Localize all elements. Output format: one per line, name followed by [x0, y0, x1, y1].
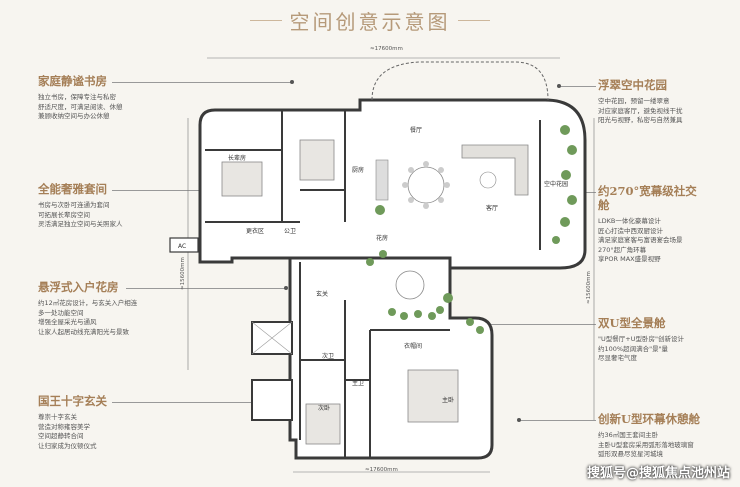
leader-line: [520, 420, 596, 421]
panel-line: 独立书房，保障专注与私密: [38, 93, 116, 101]
panel-line: 对应家庭客厅，避免视线干扰: [598, 106, 683, 115]
leader-line: [112, 82, 292, 83]
panel-line: 270°超广角环幕: [598, 245, 647, 254]
bed-second: [305, 403, 341, 445]
panel-foyer: 国王十字玄关 尊崇十字玄关 营造对称雍容美学 空间超静转合间 让归家成为仪顿仪式: [38, 394, 166, 451]
panel-line: 灵活满足独立空间与关照家人: [38, 220, 123, 228]
panel-u-suite: 创新U型环幕休憩舱 约36㎡国王套间主卧 主卧U型套房采用弧形落地玻璃窗 弧形双…: [598, 412, 726, 460]
leader-line: [112, 402, 322, 403]
panel-line: "U型餐厅+U型卧房"创新设计: [598, 335, 684, 343]
panel-line: 约100%超阔满合"景"量: [598, 344, 669, 353]
panel-line: 约36㎡国王套间主卧: [598, 431, 659, 439]
leader-line: [470, 324, 596, 325]
bed-suite: [299, 139, 335, 181]
room-label-study: 长辈房: [228, 154, 246, 162]
dimension-top: ≈17600mm: [370, 46, 403, 52]
panel-heading: 悬浮式入户花房: [38, 280, 119, 294]
leader-line: [126, 288, 286, 289]
dimension-bottom: ≈17600mm: [365, 467, 398, 473]
panel-line: 尊崇十字玄关: [38, 413, 77, 421]
stair-core: [251, 379, 293, 421]
room-label-entrance: 玄关: [316, 290, 328, 298]
garden-table: [395, 270, 425, 300]
panel-heading: 浮翠空中花园: [598, 78, 667, 92]
panel-line: 营造对称雍容美学: [38, 422, 90, 431]
leader-dot: [517, 418, 521, 422]
panel-line: 可拓展长辈房空间: [38, 210, 90, 219]
upper-slab: [198, 98, 587, 270]
room-label-cloakroom: 更衣区: [246, 227, 264, 235]
panel-study: 家庭静谧书房 独立书房，保障专注与私密 舒适尺度，可满足阅读、休憩 兼顾收纳空间…: [38, 74, 166, 122]
room-label-kitchen: 厨房: [352, 166, 364, 174]
panel-line: 多一处功能空间: [38, 308, 84, 317]
panel-heading: 全能奢雅套间: [38, 182, 107, 196]
panel-heading: 国王十字玄关: [38, 394, 107, 408]
room-label-ac: AC: [178, 243, 186, 250]
kitchen-island: [375, 159, 389, 201]
panel-heading: 家庭静谧书房: [38, 74, 107, 88]
room-label-public-bath: 公卫: [284, 228, 296, 235]
room-label-master-bedroom: 主卧: [442, 396, 454, 404]
bed-study: [221, 161, 263, 197]
room-label-dining: 餐厅: [410, 126, 422, 134]
panel-line: 尽显奢宅气度: [598, 354, 637, 362]
bed-master: [407, 369, 459, 423]
panel-suite: 全能奢雅套间 书房与次卧可连通为套间 可拓展长辈房空间 灵活满足独立空间与关照家…: [38, 182, 166, 230]
sky-garden-outline: [371, 61, 549, 101]
panel-sky-garden: 浮翠空中花园 空中花园，预留一缕翠意 对应家庭客厅，避免视线干扰 阳光与视野，私…: [598, 78, 726, 126]
panel-line: 兼顾收纳空间与办公休憩: [38, 112, 110, 120]
panel-heading: 创新U型环幕休憩舱: [598, 412, 701, 426]
panel-social: 约270°宽幕级社交舱 LDKB一体化豪幕设计 匠心打造中西双厨设计 满足家庭宴…: [598, 184, 698, 265]
room-label-living: 客厅: [486, 204, 498, 212]
room-label-second-bath: 次卫: [322, 352, 334, 360]
panel-garden-entry: 悬浮式入户花房 约12㎡花房设计，与玄关入户相连 多一处功能空间 增强全屋采光与…: [38, 280, 166, 337]
panel-line: 满足家庭宴客与富语宴会场景: [598, 236, 683, 244]
panel-line: 主卧U型套房采用弧形落地玻璃窗: [598, 440, 694, 449]
watermark: 搜狐号@搜狐焦点池州站: [586, 466, 730, 481]
room-label-sky-garden: 空中花园: [544, 180, 568, 188]
panel-line: 享POR MAX盛景视野: [598, 255, 661, 263]
coffee-table: [479, 171, 497, 189]
panel-heading: 双U型全景舱: [598, 316, 666, 330]
title-rule-left: [250, 20, 282, 21]
dining-table: [407, 166, 445, 204]
panel-line: 空间超静转合间: [38, 432, 84, 440]
panel-line: 阳光与视野，私密与自然兼具: [598, 116, 683, 124]
panel-line: 舒适尺度，可满足阅读、休憩: [38, 102, 123, 111]
panel-heading: 约270°宽幕级社交舱: [598, 184, 697, 212]
room-label-second-bedroom: 次卧: [318, 404, 330, 412]
leader-dot: [557, 84, 561, 88]
living-sofa: [461, 144, 529, 196]
room-label-garden: 花房: [376, 234, 388, 242]
panel-line: 增强全屋采光与通风: [38, 318, 97, 326]
room-label-wardrobe: 衣帽间: [404, 342, 422, 350]
panel-double-u: 双U型全景舱 "U型餐厅+U型卧房"创新设计 约100%超阔满合"景"量 尽显奢…: [598, 316, 726, 364]
panel-line: 匠心打造中西双厨设计: [598, 226, 663, 235]
page-title: 空间创意示意图: [289, 10, 451, 34]
panel-line: LDKB一体化豪幕设计: [598, 217, 661, 225]
interior-walls: [205, 110, 541, 458]
panel-line: 弧形双悬尽览星河城境: [598, 450, 663, 458]
panel-line: 空中花园，预留一缕翠意: [598, 97, 670, 105]
leader-dot: [284, 286, 288, 290]
panel-line: 书房与次卧可连通为套间: [38, 201, 110, 209]
panel-line: 让家人起居动线充满阳光与景致: [38, 327, 129, 336]
leader-line: [560, 86, 596, 87]
panel-line: 约12㎡花房设计，与玄关入户相连: [38, 299, 138, 307]
panel-line: 让归家成为仪顿仪式: [38, 441, 97, 450]
title-rule-right: [458, 20, 490, 21]
plants: [366, 125, 577, 334]
dining-chairs: [402, 161, 450, 209]
room-labels: 长辈房 餐厅 厨房 客厅 空中花园 更衣区 公卫 AC 花房 玄关 次卫 主卫 …: [178, 126, 568, 412]
leader-dot: [290, 80, 294, 84]
leader-line: [112, 190, 212, 191]
ac-unit: [169, 237, 199, 253]
room-label-master-bath: 主卫: [352, 379, 364, 387]
